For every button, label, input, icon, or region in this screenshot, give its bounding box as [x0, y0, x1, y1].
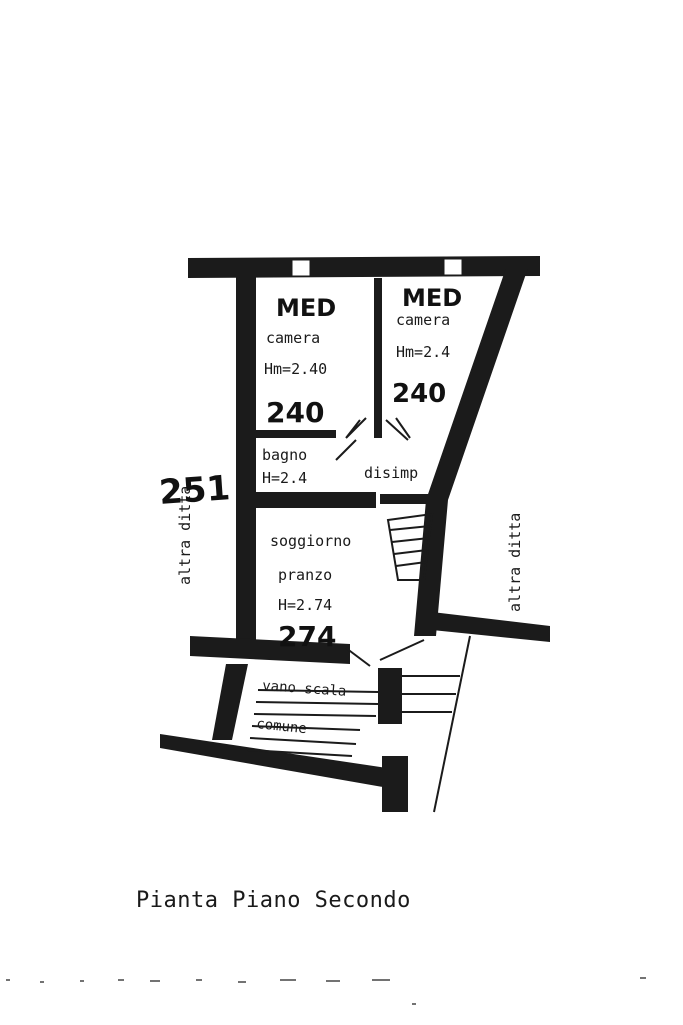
camera-right-name: camera: [396, 311, 450, 329]
door-swings: [335, 417, 471, 813]
camera-left-height: Hm=2.40: [264, 360, 327, 378]
scan-noise: [6, 977, 646, 1005]
soggiorno-handwritten: 274: [278, 620, 336, 653]
stairwell-name: vano scala: [262, 678, 347, 700]
plan-caption: Pianta Piano Secondo: [136, 888, 411, 913]
camera-right-height: Hm=2.4: [396, 343, 450, 361]
side-note-handwritten: 251: [158, 468, 232, 513]
neighbor-line: [433, 635, 471, 813]
camera-left-name: camera: [266, 329, 320, 347]
camera-left-annotation: MED: [276, 294, 336, 322]
landing-block: [378, 668, 402, 724]
stairwell-steps: [247, 689, 379, 757]
right-lower-wall: [432, 612, 550, 642]
interior-stair: [386, 512, 434, 581]
partition-cameras: [374, 278, 382, 438]
stair-outline: [386, 512, 434, 581]
windows: [291, 258, 463, 277]
right-wall: [414, 268, 528, 636]
soggiorno-name: soggiorno: [270, 532, 351, 550]
door-camera-right: [385, 417, 411, 441]
camera-right-handwritten: 240: [392, 379, 446, 409]
stair-right-post: [382, 756, 408, 812]
camera-left-handwritten: 240: [266, 396, 324, 429]
soggiorno-bottom-wall: [190, 636, 350, 664]
stair-bottom-wall: [160, 734, 400, 790]
window-left: [291, 259, 311, 277]
soggiorno-height: H=2.74: [278, 596, 332, 614]
door-camera-left: [345, 417, 367, 439]
neighbor-right-label: altra ditta: [506, 513, 524, 612]
landing-rail: [402, 675, 460, 713]
stairwell-subname: comune: [256, 716, 308, 737]
bagno-name: bagno: [262, 446, 307, 464]
disimp-name: disimp: [364, 464, 418, 482]
window-right: [443, 258, 463, 276]
left-wall: [236, 276, 256, 656]
door-soggiorno: [345, 639, 425, 667]
neighbor-left-label: altra ditta: [176, 486, 194, 585]
door-bagno: [335, 439, 357, 461]
soggiorno-subname: pranzo: [278, 566, 332, 584]
top-wall: [188, 256, 540, 278]
bagno-height: H=2.4: [262, 469, 307, 487]
stair-left-wall: [212, 664, 248, 740]
camera-right-annotation: MED: [402, 284, 462, 312]
room-labels: MED camera Hm=2.40 240 MED camera Hm=2.4…: [158, 284, 524, 737]
walls: [160, 256, 550, 812]
partition-soggiorno-top: [256, 492, 376, 508]
partition-bagno-top: [256, 430, 336, 438]
partition-disimp-bottom: [380, 494, 434, 504]
